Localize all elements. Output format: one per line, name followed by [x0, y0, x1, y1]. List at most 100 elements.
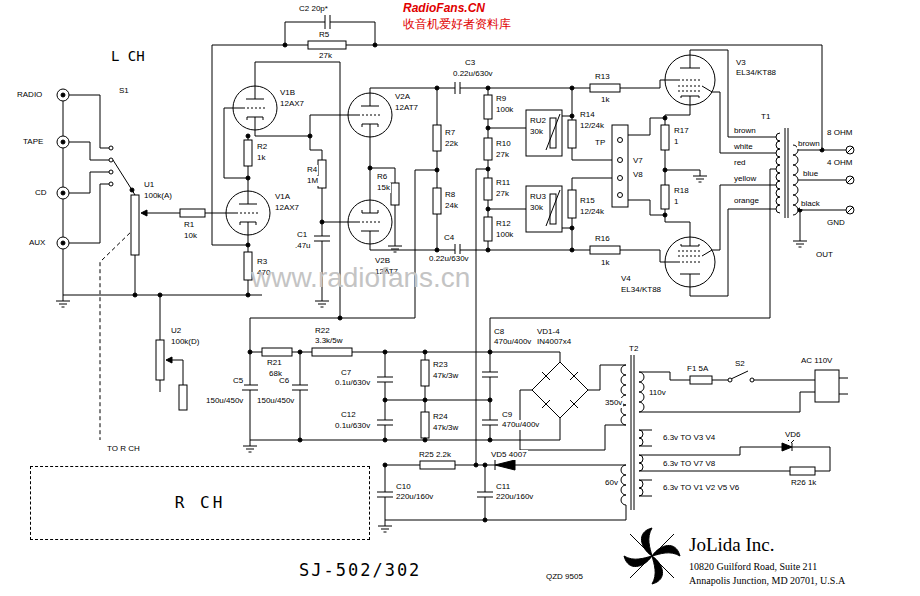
junction-dot	[486, 167, 490, 171]
component-label: 110v	[648, 388, 667, 398]
junction-dot	[486, 207, 490, 211]
component-label: 27k	[495, 189, 510, 199]
junction-dot	[158, 293, 162, 297]
output-terminal	[846, 146, 854, 154]
resistor-symbol	[661, 125, 669, 150]
output-terminal	[847, 207, 853, 213]
drawing-code: QZD 9505	[545, 572, 584, 582]
ground-symbol	[388, 240, 402, 252]
wiper-arrow	[166, 357, 172, 363]
component-label: R18	[673, 186, 690, 196]
component-label: 12AX7	[279, 99, 305, 109]
trim-pot-box	[612, 125, 628, 207]
switch-contact	[109, 146, 113, 150]
component-label: U1	[143, 180, 155, 190]
company-logo	[641, 528, 652, 556]
wiper-arrow	[141, 210, 172, 363]
component-label: AC 110V	[800, 356, 833, 366]
component-label: 6.3v TO V3 V4	[662, 433, 716, 443]
dashed-link	[100, 228, 135, 440]
trim-pot-box	[526, 110, 628, 232]
component-label: 4 OHM	[826, 158, 853, 168]
resistor-symbol	[421, 360, 429, 386]
component-label: 150u/450v	[256, 396, 295, 406]
component-label: R24	[432, 412, 449, 422]
component-label: red	[733, 158, 747, 168]
component-label: F1 5A	[686, 364, 709, 374]
component-label: GND	[826, 218, 846, 228]
component-label: IN4007x4	[536, 337, 572, 347]
watermark: 收音机爱好者资料库	[402, 17, 512, 31]
watermark: www.radiofans.cn	[250, 262, 471, 294]
component-label: yellow	[733, 174, 757, 184]
component-label: R5	[318, 30, 330, 40]
component-label: 24k	[444, 201, 459, 211]
tube-symbol	[226, 55, 715, 287]
resistor-symbol	[420, 461, 455, 469]
component-label: V8	[632, 170, 644, 180]
component-label: 0.1u/630v	[334, 378, 371, 388]
junction-dot	[474, 463, 478, 467]
resistor-symbol	[318, 160, 326, 188]
component-label: 15k	[376, 183, 391, 193]
component-label: R7	[444, 128, 456, 138]
component-label: V1B	[279, 88, 296, 98]
switch-contact	[750, 378, 754, 382]
junction-dot	[283, 43, 287, 47]
junction-dot	[383, 463, 387, 467]
junction-dot	[248, 350, 252, 354]
output-terminal	[815, 370, 839, 402]
component-label: 12/24k	[579, 207, 605, 217]
component-label: 30k	[529, 127, 544, 137]
junction-dot	[488, 350, 492, 354]
junction-dot	[130, 43, 824, 522]
component-label: 27k	[495, 150, 510, 160]
component-label: C1	[296, 230, 308, 240]
component-label: RU3	[529, 192, 547, 202]
output-terminal	[846, 206, 854, 214]
resistor-symbol	[433, 125, 441, 151]
resistor-symbol	[391, 183, 399, 205]
jack-symbol	[57, 237, 69, 249]
component-label: 1M	[306, 176, 319, 186]
component-label: TP	[594, 138, 606, 148]
switch-contact	[109, 170, 113, 174]
component-label: R1	[183, 220, 195, 230]
company-address: 10820 Guilford Road, Suite 211	[688, 561, 818, 573]
tube-symbol	[226, 191, 270, 235]
transformer-symbol	[793, 145, 798, 215]
component-label: 3.3k/5w	[314, 336, 344, 346]
component-label: T1	[760, 112, 771, 122]
junction-dot	[383, 350, 387, 354]
resistor-symbol	[568, 120, 576, 148]
trim-pot-box	[526, 110, 562, 156]
trim-pot-box	[618, 176, 623, 181]
component-label: 1k	[600, 95, 610, 105]
component-label: CD	[34, 188, 48, 198]
component-label: R25 2.2k	[418, 450, 452, 460]
junction-dot	[435, 168, 439, 172]
junction-dot	[308, 134, 312, 138]
resistor-symbol	[484, 178, 492, 200]
resistor-symbol	[312, 348, 352, 356]
junction-dot	[423, 438, 427, 442]
junction-dot	[570, 226, 574, 230]
jack-symbol	[61, 93, 65, 97]
component-label: 150u/450v	[205, 396, 244, 406]
junction-dot	[663, 168, 667, 172]
model-number: SJ-502/302	[298, 560, 422, 580]
jack-symbol	[57, 89, 69, 249]
junction-dot	[483, 518, 487, 522]
component-label: S2	[734, 359, 746, 369]
channel-label: L CH	[110, 48, 146, 64]
component-label: brown	[797, 139, 821, 149]
resistor-symbol	[131, 41, 815, 475]
resistor-symbol	[484, 138, 492, 160]
resistor-symbol	[690, 376, 712, 384]
component-label: V4	[620, 274, 632, 284]
component-label: 100k	[495, 105, 514, 115]
component-label: 47k/3w	[432, 371, 459, 381]
junction-dot	[246, 176, 250, 180]
junction-dot	[246, 243, 250, 247]
